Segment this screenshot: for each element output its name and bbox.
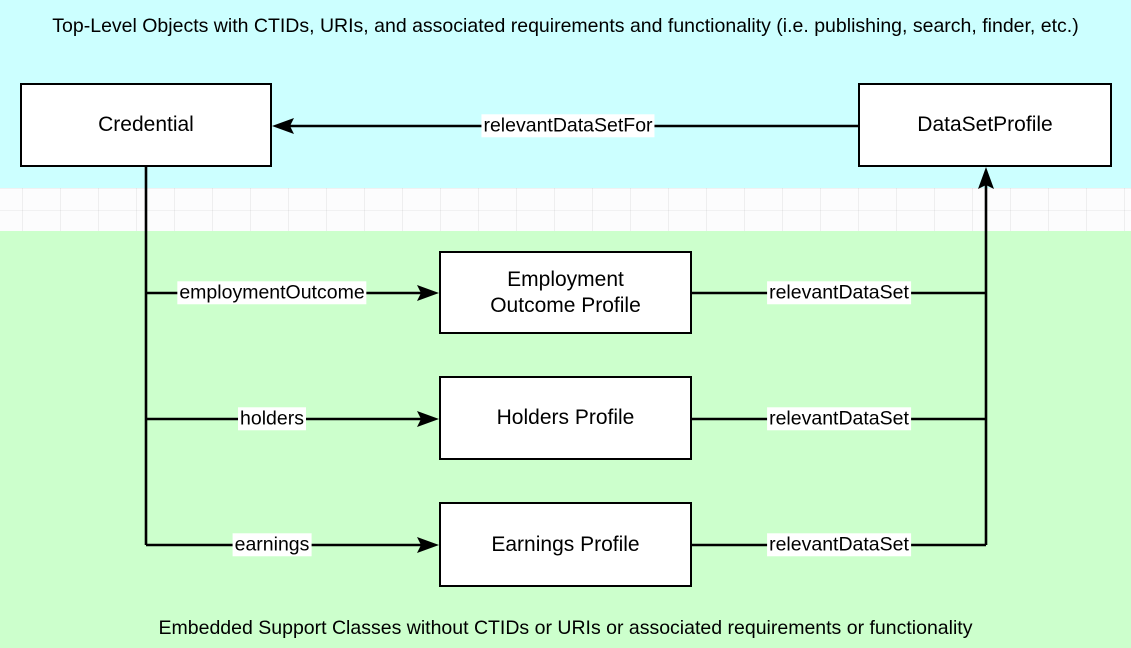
edge-label-relevantdatasetfor: relevantDataSetFor <box>481 114 655 138</box>
node-holders-profile[interactable]: Holders Profile <box>439 376 692 460</box>
edge-label-relevantdataset-earnings: relevantDataSet <box>767 533 911 557</box>
node-datasetprofile[interactable]: DataSetProfile <box>858 83 1112 167</box>
node-credential[interactable]: Credential <box>20 83 272 167</box>
top-region-caption: Top-Level Objects with CTIDs, URIs, and … <box>52 15 1079 37</box>
edge-label-relevantdataset-holders: relevantDataSet <box>767 407 911 431</box>
edge-label-relevantdataset-employment: relevantDataSet <box>767 281 911 305</box>
edge-label-earnings: earnings <box>232 533 312 557</box>
edge-label-holders: holders <box>238 407 306 431</box>
region-separator-grid-band <box>0 188 1131 231</box>
node-earnings-profile[interactable]: Earnings Profile <box>439 502 692 587</box>
bottom-region-caption: Embedded Support Classes without CTIDs o… <box>158 617 973 639</box>
node-employment-outcome-profile[interactable]: Employment Outcome Profile <box>439 251 692 334</box>
edge-label-employmentoutcome: employmentOutcome <box>177 281 367 305</box>
